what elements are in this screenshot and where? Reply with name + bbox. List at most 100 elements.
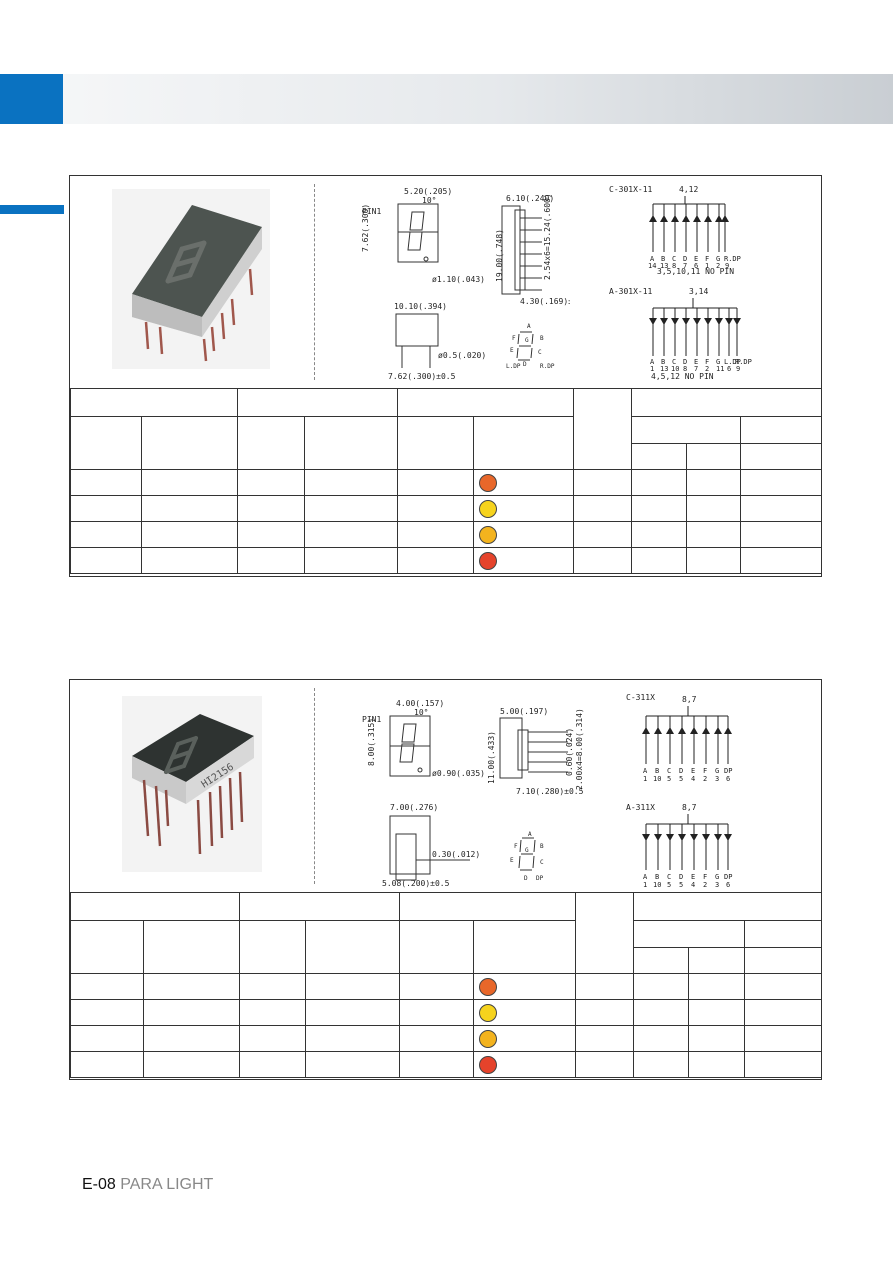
separator xyxy=(314,184,315,380)
svg-text:D: D xyxy=(683,358,687,366)
svg-text:B: B xyxy=(540,335,544,342)
svg-text:5.20(.205): 5.20(.205) xyxy=(404,187,452,196)
led-color-swatch xyxy=(479,977,497,996)
svg-text:G: G xyxy=(525,337,529,344)
svg-text:F: F xyxy=(514,843,518,850)
svg-text:G: G xyxy=(716,255,720,263)
svg-text:R.DP: R.DP xyxy=(735,358,752,366)
svg-text:G: G xyxy=(715,873,719,881)
svg-text:2: 2 xyxy=(705,365,709,373)
page-footer: E-08 PARA LIGHT xyxy=(82,1176,213,1194)
svg-text:5.08(.200)±0.5: 5.08(.200)±0.5 xyxy=(382,879,450,888)
table-row xyxy=(70,469,823,496)
svg-text:A-311X: A-311X xyxy=(626,803,655,812)
svg-text:5.00(.197): 5.00(.197) xyxy=(500,707,548,716)
svg-text:9: 9 xyxy=(736,365,740,373)
svg-text:2: 2 xyxy=(703,881,707,888)
svg-text:8,7: 8,7 xyxy=(682,803,697,812)
svg-text:13: 13 xyxy=(660,262,668,270)
svg-text:D: D xyxy=(683,255,687,263)
product-2-photo: HI2156 xyxy=(122,696,262,872)
spec-table-2 xyxy=(70,892,823,1078)
svg-text:A: A xyxy=(650,255,655,263)
svg-text:L.DP: L.DP xyxy=(724,358,741,366)
svg-text:A: A xyxy=(650,358,655,366)
product-block-2: HI2156 4.00(.1 xyxy=(69,679,823,1080)
svg-text:F: F xyxy=(512,335,516,342)
led-color-swatch xyxy=(479,1029,497,1048)
svg-text:3,5,10,11 NO PIN: 3,5,10,11 NO PIN xyxy=(657,267,734,276)
svg-text:6: 6 xyxy=(726,775,730,783)
svg-text:4,12: 4,12 xyxy=(679,185,698,194)
svg-text:E: E xyxy=(691,873,695,881)
svg-text:4.00(.157): 4.00(.157) xyxy=(396,699,444,708)
led-color-swatch xyxy=(479,473,497,492)
svg-text:6: 6 xyxy=(694,262,698,270)
svg-text:E: E xyxy=(694,358,698,366)
svg-text:5: 5 xyxy=(667,775,671,783)
svg-text:F: F xyxy=(703,873,707,881)
svg-text:C: C xyxy=(540,859,544,866)
led-color-swatch xyxy=(479,1003,497,1022)
svg-text:9: 9 xyxy=(725,262,729,270)
svg-text:DP: DP xyxy=(724,873,732,881)
svg-text:19.00(.748): 19.00(.748) xyxy=(495,229,504,282)
svg-text:7.62(.300)±0.5: 7.62(.300)±0.5 xyxy=(388,372,456,381)
svg-text:G: G xyxy=(715,767,719,775)
svg-text:8: 8 xyxy=(683,365,687,373)
svg-text:4: 4 xyxy=(691,775,695,783)
svg-text:10: 10 xyxy=(653,775,661,783)
svg-text:E: E xyxy=(510,347,514,354)
svg-text:10: 10 xyxy=(671,365,679,373)
table-row xyxy=(70,1025,823,1052)
svg-text:7: 7 xyxy=(694,365,698,373)
product-1-dimension-drawing: 5.20(.205) 10° PIN1 7.62(.300) ø1.10(.04… xyxy=(361,187,570,381)
svg-text:4,5,12 NO PIN: 4,5,12 NO PIN xyxy=(651,372,714,381)
table-row xyxy=(70,521,823,548)
svg-text:6: 6 xyxy=(726,881,730,888)
svg-text:10°: 10° xyxy=(422,196,436,205)
svg-text:6: 6 xyxy=(727,365,731,373)
svg-text:A: A xyxy=(643,767,648,775)
svg-text:L.DP: L.DP xyxy=(506,363,521,370)
svg-text:C: C xyxy=(672,255,676,263)
svg-text:5: 5 xyxy=(679,881,683,888)
svg-text:2.54x6=15.24(.600): 2.54x6=15.24(.600) xyxy=(543,193,552,280)
spec-table-1 xyxy=(70,388,823,574)
svg-text:G: G xyxy=(525,847,529,854)
table-row xyxy=(70,1051,823,1078)
page-code: E-08 xyxy=(82,1176,116,1193)
svg-text:1: 1 xyxy=(650,365,654,373)
brand-name: PARA LIGHT xyxy=(120,1176,214,1193)
svg-text:A: A xyxy=(643,873,648,881)
svg-text:B: B xyxy=(655,767,659,775)
svg-text:11: 11 xyxy=(716,365,724,373)
led-color-swatch xyxy=(479,499,497,518)
table-row xyxy=(70,973,823,1000)
svg-text:10.10(.394): 10.10(.394) xyxy=(394,302,447,311)
svg-text:E: E xyxy=(694,255,698,263)
svg-text:B: B xyxy=(540,843,544,850)
led-color-swatch xyxy=(479,1055,497,1074)
svg-text:8,7: 8,7 xyxy=(682,695,697,704)
led-color-swatch xyxy=(479,551,497,570)
svg-text:D: D xyxy=(524,875,528,882)
svg-text:ø0.90(.035): ø0.90(.035) xyxy=(432,769,485,778)
svg-text:E: E xyxy=(691,767,695,775)
svg-text:DP: DP xyxy=(724,767,732,775)
svg-text:C: C xyxy=(538,349,542,356)
svg-text:4.30(.169)±0.5: 4.30(.169)±0.5 xyxy=(520,297,570,306)
svg-text:F: F xyxy=(703,767,707,775)
svg-text:PIN1: PIN1 xyxy=(362,715,381,724)
svg-text:F: F xyxy=(705,358,709,366)
svg-text:A-301X-11: A-301X-11 xyxy=(609,287,653,296)
side-tab-marker xyxy=(0,205,64,214)
svg-text:D: D xyxy=(523,361,527,368)
svg-text:C-301X-11: C-301X-11 xyxy=(609,185,653,194)
svg-text:ø0.5(.020): ø0.5(.020) xyxy=(438,351,486,360)
table-row xyxy=(70,547,823,574)
svg-text:R.DP: R.DP xyxy=(724,255,741,263)
svg-text:0.60(.024): 0.60(.024) xyxy=(565,728,574,776)
svg-text:B: B xyxy=(661,255,665,263)
svg-text:5: 5 xyxy=(679,775,683,783)
